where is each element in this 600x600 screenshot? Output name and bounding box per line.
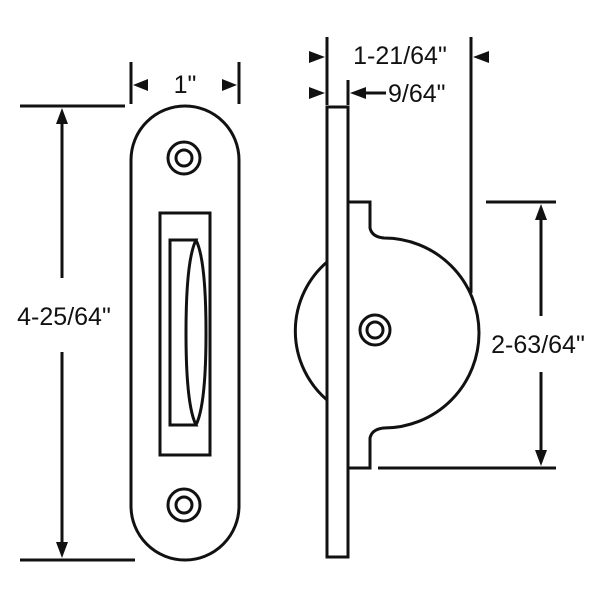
- depth-dimension: 1-21/64" 9/64": [309, 37, 489, 293]
- face-plate: [129, 104, 241, 562]
- height-dimension: 4-25/64": [17, 104, 135, 562]
- screw-hole-top: [166, 140, 202, 176]
- wheel-height-label: 2-63/64": [491, 331, 585, 359]
- axle: [358, 313, 392, 347]
- width-label: 1": [174, 71, 197, 99]
- wheel-housing: [348, 200, 481, 470]
- side-plate: [325, 105, 350, 559]
- wheel-height-dimension: 2-63/64": [378, 200, 585, 470]
- front-view: [129, 104, 241, 562]
- wheel-slot: [158, 211, 212, 457]
- side-view: [293, 105, 481, 559]
- height-label: 4-25/64": [17, 303, 111, 331]
- plate-thickness-label: 9/64": [388, 80, 446, 108]
- width-dimension: 1": [129, 62, 241, 104]
- depth-label: 1-21/64": [353, 42, 447, 70]
- wheel: [168, 238, 199, 427]
- screw-hole-bottom: [166, 487, 202, 523]
